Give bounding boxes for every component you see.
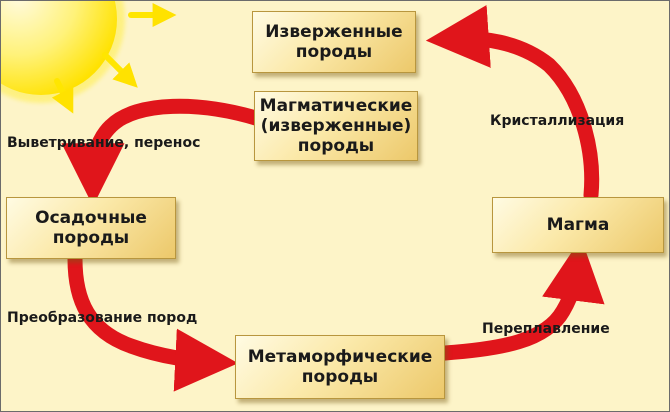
label-remelting: Переплавление bbox=[482, 321, 610, 337]
arrow-weathering bbox=[61, 98, 267, 207]
label-weathering: Выветривание, перенос bbox=[7, 135, 201, 151]
sun-rays bbox=[51, 3, 177, 114]
node-metamorphic-rocks: Метаморфические породы bbox=[235, 335, 445, 399]
label-crystallization: Кристаллизация bbox=[490, 113, 625, 129]
sun-ray-icon bbox=[102, 52, 138, 88]
node-magma: Магма bbox=[492, 197, 664, 253]
arrow-transformation bbox=[67, 251, 239, 392]
node-magmatic-rocks: Магматические (изверженные) породы bbox=[254, 91, 418, 161]
node-sedimentary-rocks: Осадочные породы bbox=[6, 197, 176, 259]
sun-ray-icon bbox=[51, 78, 74, 114]
sun-icon bbox=[1, 1, 117, 95]
arrow-remelting bbox=[437, 237, 605, 361]
arrow-crystallization bbox=[425, 5, 600, 203]
node-igneous-rocks: Изверженные породы bbox=[252, 11, 416, 73]
label-transformation: Преобразование пород bbox=[7, 310, 198, 326]
